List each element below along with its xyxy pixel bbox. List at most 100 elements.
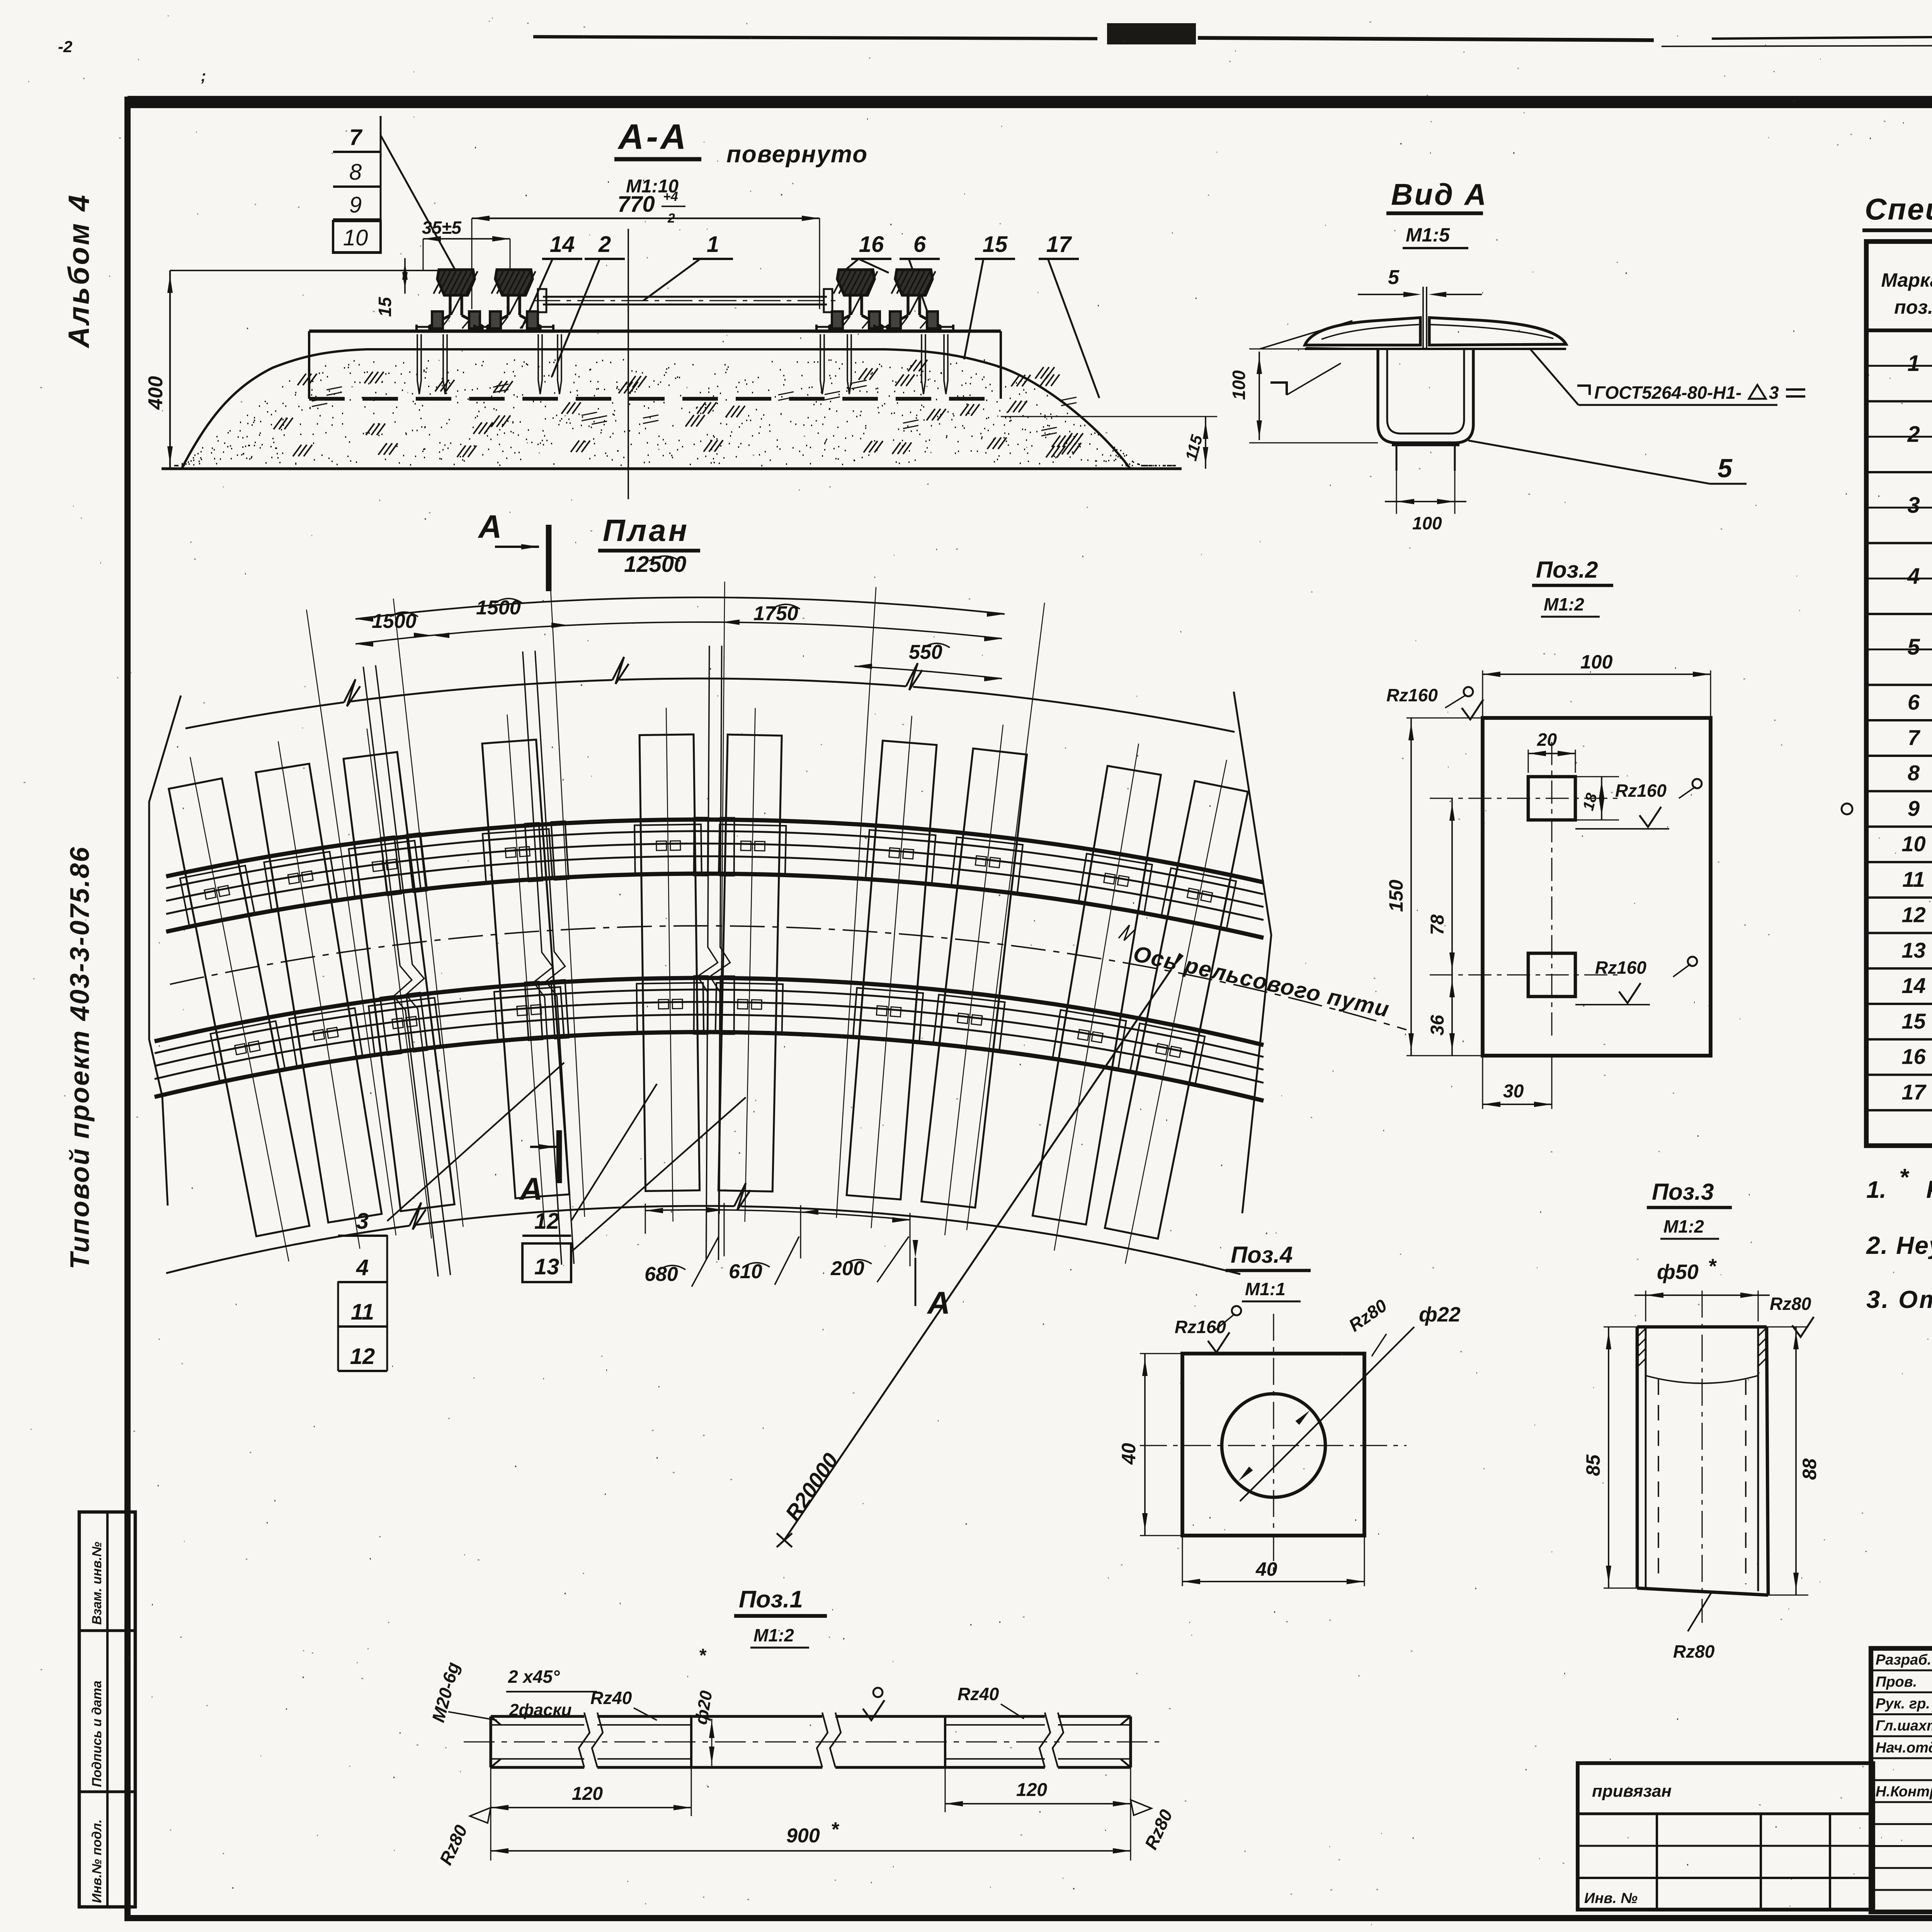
svg-text:200: 200 xyxy=(830,1257,864,1280)
svg-text:Rz40: Rz40 xyxy=(590,1688,632,1708)
svg-text:2: 2 xyxy=(598,232,611,257)
svg-text:1: 1 xyxy=(1907,351,1920,376)
svg-text:680: 680 xyxy=(645,1263,678,1286)
svg-text:11: 11 xyxy=(351,1299,374,1325)
svg-text:78: 78 xyxy=(1427,914,1448,935)
svg-text:30: 30 xyxy=(1503,1081,1524,1102)
svg-text:550: 550 xyxy=(909,641,942,663)
svg-text:повернуто: повернуто xyxy=(726,141,868,168)
svg-text:12500: 12500 xyxy=(624,552,686,577)
svg-text:100: 100 xyxy=(1412,513,1442,533)
svg-text:*: * xyxy=(831,1818,840,1841)
svg-text:6: 6 xyxy=(913,232,926,257)
svg-text:8: 8 xyxy=(349,160,362,185)
svg-text:Спецификация к рельсовому пути: Спецификация к рельсовому пути на закруг… xyxy=(1865,192,1932,226)
svg-text:+4: +4 xyxy=(663,189,678,204)
svg-text:Типовой проект 403-3-075.86: Типовой проект 403-3-075.86 xyxy=(65,846,95,1269)
svg-text:36: 36 xyxy=(1427,1015,1448,1036)
svg-text:А: А xyxy=(519,1172,543,1207)
svg-text:17: 17 xyxy=(1046,232,1072,257)
svg-text:12: 12 xyxy=(350,1344,375,1369)
svg-text:6: 6 xyxy=(1908,690,1920,714)
svg-text:А: А xyxy=(478,509,502,545)
svg-text:4: 4 xyxy=(356,1255,369,1280)
svg-text:88: 88 xyxy=(1799,1458,1820,1480)
svg-text:770: 770 xyxy=(617,192,655,217)
svg-text:20: 20 xyxy=(1537,730,1557,750)
svg-text:;: ; xyxy=(201,68,206,85)
svg-text:R20000: R20000 xyxy=(781,1449,843,1525)
svg-text:А: А xyxy=(927,1286,950,1321)
svg-text:15: 15 xyxy=(375,296,395,317)
svg-text:Подпись и дата: Подпись и дата xyxy=(90,1680,104,1787)
svg-text:А-А: А-А xyxy=(617,117,689,156)
svg-text:М1:5: М1:5 xyxy=(1406,224,1450,246)
svg-text:14: 14 xyxy=(550,232,575,257)
svg-text:5: 5 xyxy=(1907,634,1920,660)
svg-text:М1:1: М1:1 xyxy=(1245,1279,1286,1299)
svg-text:Rz80: Rz80 xyxy=(435,1822,471,1868)
svg-text:Марка,: Марка, xyxy=(1881,269,1932,291)
svg-text:Rz80: Rz80 xyxy=(1345,1295,1391,1335)
svg-text:ф50: ф50 xyxy=(1657,1260,1699,1284)
svg-text:М1:2: М1:2 xyxy=(753,1625,794,1645)
svg-text:Rz80: Rz80 xyxy=(1770,1294,1811,1314)
svg-text:900: 900 xyxy=(786,1825,820,1847)
svg-text:2 х45°: 2 х45° xyxy=(508,1667,560,1687)
svg-text:Рук. гр.: Рук. гр. xyxy=(1876,1696,1930,1712)
svg-text:18: 18 xyxy=(1580,791,1600,812)
svg-text:Поз.3: Поз.3 xyxy=(1652,1179,1714,1205)
svg-text:Rz160: Rz160 xyxy=(1595,957,1646,978)
svg-text:120: 120 xyxy=(572,1784,603,1804)
svg-text:Поз.2: Поз.2 xyxy=(1536,557,1598,583)
svg-text:40: 40 xyxy=(1255,1558,1277,1580)
svg-text:3. Отверстия для стяжки св: 3. Отверстия для стяжки сверлить по мест… xyxy=(1866,1286,1932,1313)
svg-text:Rz160: Rz160 xyxy=(1175,1317,1226,1337)
svg-text:8: 8 xyxy=(1908,761,1920,785)
svg-text:3: 3 xyxy=(356,1209,369,1234)
svg-text:35±5: 35±5 xyxy=(422,218,462,238)
svg-text:5: 5 xyxy=(1388,266,1400,289)
svg-text:*: * xyxy=(1708,1255,1717,1278)
svg-text:Альбом 4: Альбом 4 xyxy=(63,193,95,349)
svg-text:привязан: привязан xyxy=(1592,1782,1672,1801)
svg-text:Rz160: Rz160 xyxy=(1386,685,1438,705)
svg-text:2. Неуказанные предельные о: 2. Неуказанные предельные отклонения раз… xyxy=(1866,1231,1932,1259)
svg-text:12: 12 xyxy=(534,1209,560,1234)
svg-text:Ось рельсового пути: Ось рельсового пути xyxy=(1131,941,1392,1022)
svg-text:Инв. №: Инв. № xyxy=(1584,1890,1638,1906)
svg-text:Пров.: Пров. xyxy=(1876,1674,1917,1690)
svg-text:3: 3 xyxy=(1769,383,1779,403)
svg-text:Н.Контр.: Н.Контр. xyxy=(1876,1784,1932,1800)
svg-text:Rz160: Rz160 xyxy=(1615,781,1667,801)
svg-text:17: 17 xyxy=(1901,1080,1927,1104)
svg-text:400: 400 xyxy=(145,376,167,410)
svg-text:Нач.отд.: Нач.отд. xyxy=(1876,1740,1932,1756)
svg-text:Rz80: Rz80 xyxy=(1141,1806,1177,1853)
svg-text:16: 16 xyxy=(1901,1044,1926,1069)
svg-text:*: * xyxy=(1899,1164,1910,1191)
svg-text:40: 40 xyxy=(1118,1443,1139,1465)
svg-text:16: 16 xyxy=(859,232,884,257)
svg-text:Разраб.: Разраб. xyxy=(1876,1652,1931,1668)
svg-text:150: 150 xyxy=(1385,879,1407,912)
svg-text:610: 610 xyxy=(729,1260,762,1283)
svg-text:Вид А: Вид А xyxy=(1391,177,1488,211)
svg-text:12: 12 xyxy=(1901,903,1925,927)
svg-text:ф20: ф20 xyxy=(692,1689,716,1726)
svg-text:7: 7 xyxy=(349,125,363,150)
svg-text:Гл.шахт.: Гл.шахт. xyxy=(1876,1718,1932,1734)
svg-text:7: 7 xyxy=(1908,725,1921,750)
svg-text:14: 14 xyxy=(1901,973,1925,998)
svg-text:Rz40: Rz40 xyxy=(957,1684,999,1704)
svg-text:11: 11 xyxy=(1902,867,1925,891)
svg-text:Инв.№ подл.: Инв.№ подл. xyxy=(90,1819,104,1903)
svg-text:115: 115 xyxy=(1182,433,1206,463)
svg-text:ГОСТ5264-80-Н1-: ГОСТ5264-80-Н1- xyxy=(1594,383,1742,403)
svg-text:М1:10: М1:10 xyxy=(626,176,679,197)
svg-text:2: 2 xyxy=(1907,422,1920,447)
svg-text:ф22: ф22 xyxy=(1419,1303,1461,1326)
svg-text:2фаски: 2фаски xyxy=(509,1701,572,1719)
svg-text:1.: 1. xyxy=(1866,1177,1886,1203)
svg-text:-2: -2 xyxy=(58,37,72,56)
